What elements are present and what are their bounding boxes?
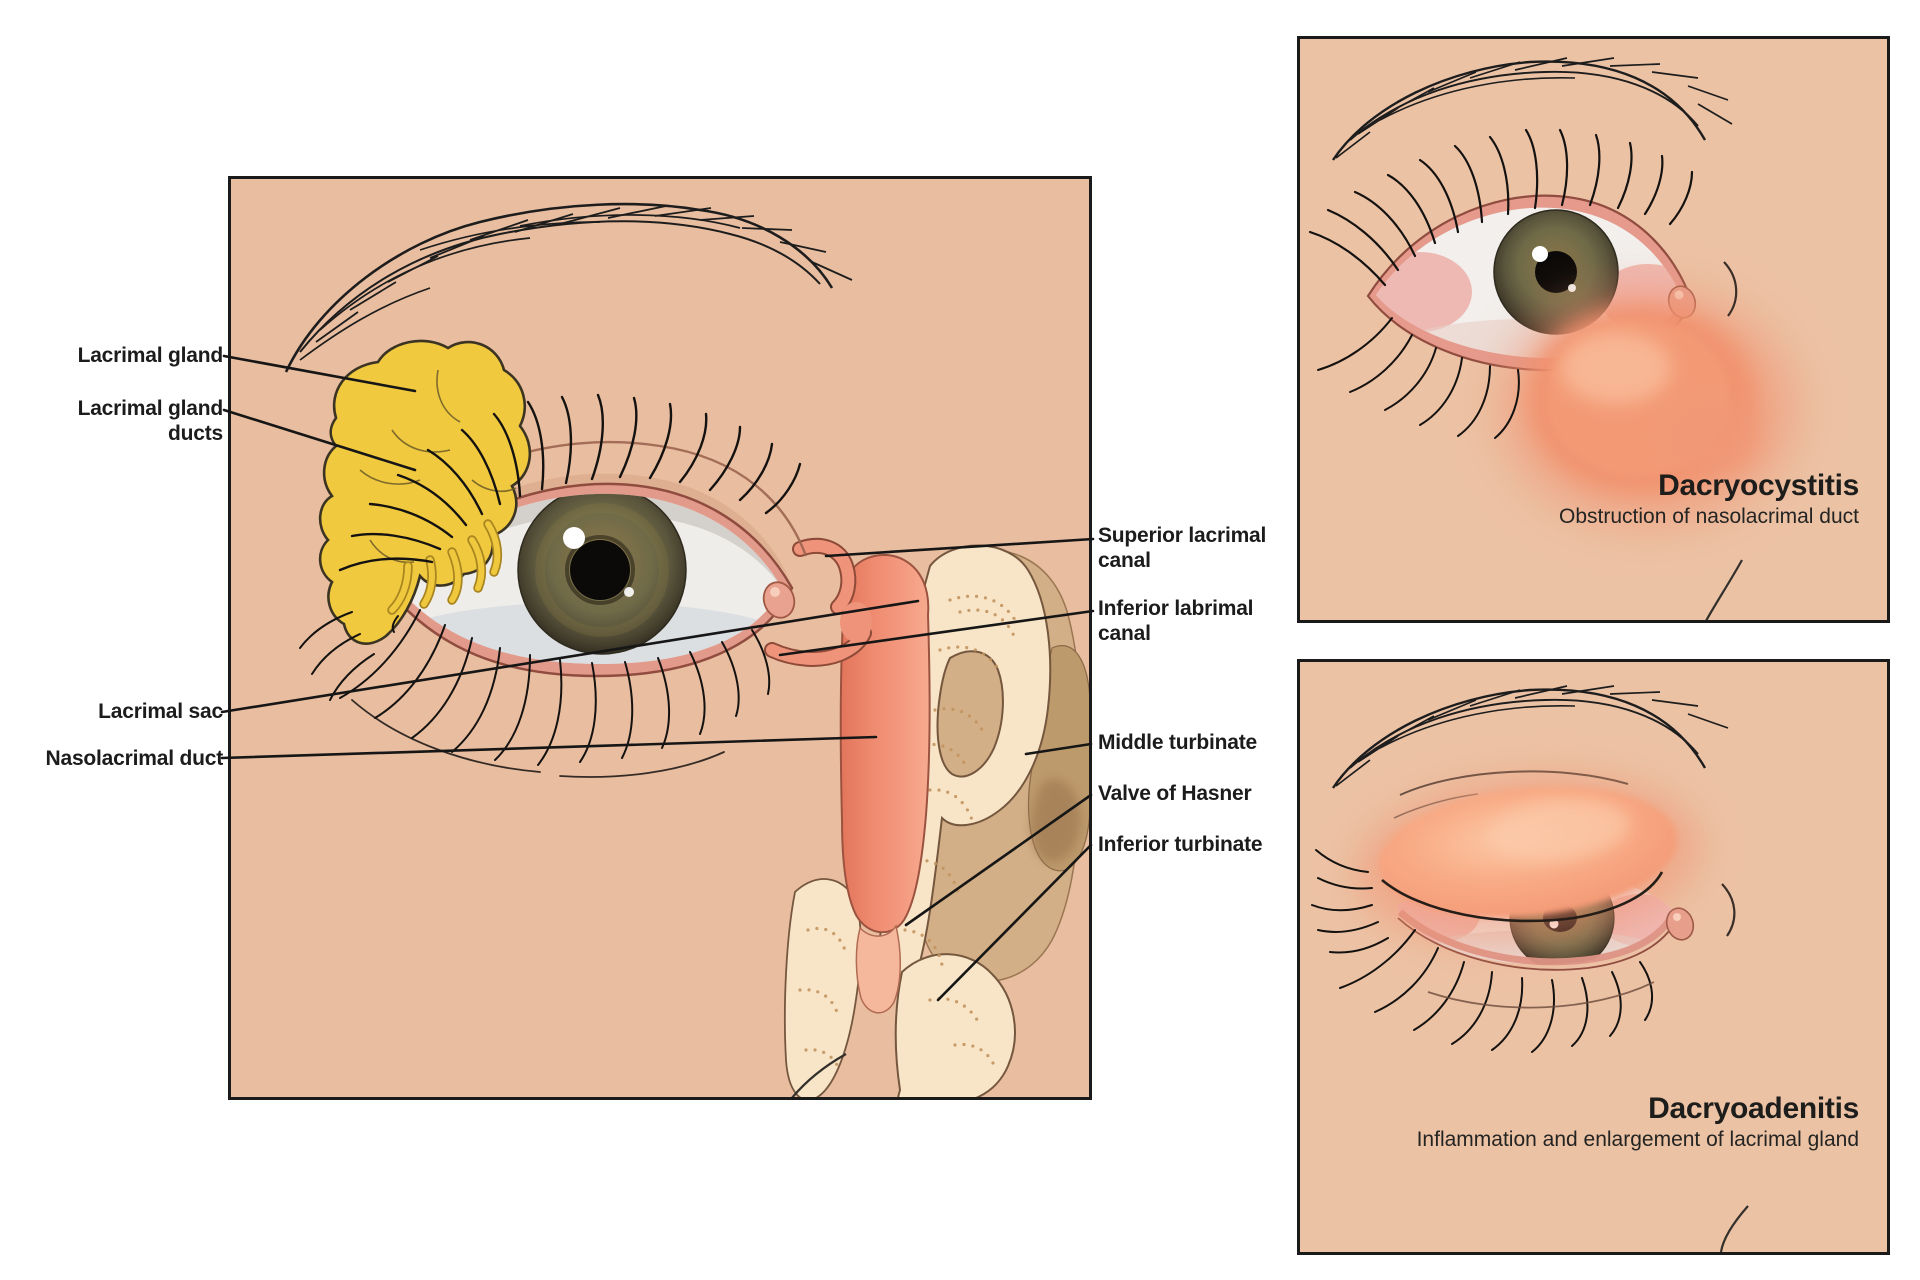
dacryocystitis-title: Dacryocystitis bbox=[1658, 469, 1859, 502]
dacryocystitis-border bbox=[1297, 36, 1890, 623]
dacryoadenitis-border bbox=[1297, 659, 1890, 1255]
nose-line bbox=[1721, 883, 1736, 937]
dacryoadenitis-panel bbox=[1300, 662, 1888, 1252]
leader-superior-lacrimal-canal bbox=[824, 537, 1095, 558]
lacrimal-canaliculi bbox=[764, 537, 872, 667]
leader-lacrimal-gland bbox=[222, 354, 417, 393]
label-nasolacrimal-duct: Nasolacrimal duct bbox=[45, 747, 224, 770]
anatomy-panel-border bbox=[228, 176, 1092, 1100]
leader-lines bbox=[220, 354, 1095, 1002]
eye-highlight bbox=[563, 527, 585, 549]
label-inferior-turbinate: Inferior turbinate bbox=[1098, 833, 1263, 856]
label-superior-lacrimal-canal: Superior lacrimal canal bbox=[1098, 524, 1267, 572]
dacryoadenitis-subtitle: Inflammation and enlargement of lacrimal… bbox=[1416, 1128, 1859, 1151]
dacryoadenitis-title: Dacryoadenitis bbox=[1648, 1092, 1859, 1125]
label-inferior-labrimal-canal: Inferior labrimal canal bbox=[1098, 597, 1254, 645]
leader-inferior-labrimal-canal bbox=[778, 609, 1095, 657]
valve-of-hasner-shape bbox=[855, 924, 902, 1014]
under-eye-crease bbox=[1427, 981, 1655, 1009]
label-lacrimal-sac: Lacrimal sac bbox=[98, 700, 223, 723]
cheek-line bbox=[1705, 559, 1743, 620]
leader-middle-turbinate bbox=[1024, 742, 1093, 756]
leader-valve-of-hasner bbox=[904, 793, 1093, 927]
nose-line bbox=[791, 1053, 847, 1097]
leader-lacrimal-gland-ducts bbox=[222, 408, 417, 472]
label-middle-turbinate: Middle turbinate bbox=[1098, 731, 1257, 754]
label-valve-of-hasner: Valve of Hasner bbox=[1098, 782, 1252, 805]
bone-speckles bbox=[798, 594, 1020, 1074]
pupil bbox=[570, 540, 630, 600]
dacryocystitis-subtitle: Obstruction of nasolacrimal duct bbox=[1559, 505, 1859, 528]
cheek-line bbox=[1719, 1205, 1749, 1252]
inferior-turbinate-shape bbox=[894, 953, 1016, 1097]
nasolacrimal-duct-shape bbox=[839, 554, 931, 934]
lacrimal-gland-shape bbox=[318, 339, 532, 645]
swollen-lid-margin bbox=[1381, 871, 1664, 923]
dacryocystitis-swelling bbox=[1498, 288, 1798, 528]
dacryocystitis-eyebrow bbox=[1332, 57, 1733, 161]
label-lacrimal-gland-ducts: Lacrimal gland ducts bbox=[77, 397, 224, 445]
leader-lacrimal-sac bbox=[220, 599, 920, 714]
dacryoadenitis-swollen-lid bbox=[1353, 773, 1703, 947]
leader-inferior-turbinate bbox=[936, 843, 1093, 1002]
dacryocystitis-lashes bbox=[1308, 128, 1694, 439]
anatomy-panel bbox=[231, 179, 1089, 1097]
dacryoadenitis-eyebrow bbox=[1332, 685, 1729, 789]
eyebrow bbox=[284, 202, 853, 373]
dacryoadenitis-lashes bbox=[1311, 849, 1654, 1053]
lacrimal-gland-duct-shapes bbox=[387, 519, 503, 615]
nose-line bbox=[1723, 261, 1738, 317]
leader-nasolacrimal-duct bbox=[220, 735, 878, 760]
dacryocystitis-panel bbox=[1300, 39, 1888, 620]
label-lacrimal-gland: Lacrimal gland bbox=[77, 344, 224, 367]
